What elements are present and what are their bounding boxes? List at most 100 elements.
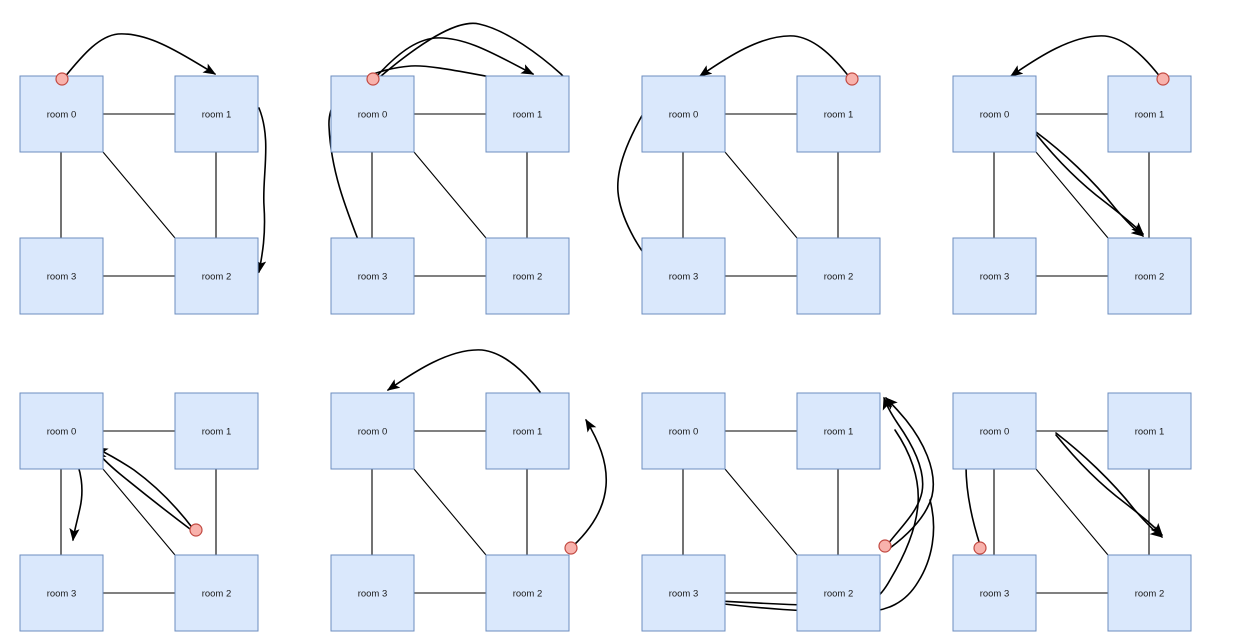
room-box-r1[interactable] [485, 75, 570, 153]
room-box-r0[interactable] [19, 392, 104, 470]
panel-7: room 0 room 1 room 3 room 2 [622, 317, 935, 634]
room-label-r3: room 3 [358, 272, 388, 283]
room-node-r3[interactable]: room 3 [641, 554, 726, 632]
room-box-r0[interactable] [641, 392, 726, 470]
edge-r0-r2 [724, 151, 798, 239]
room-label-r2: room 2 [202, 272, 232, 283]
arrow-r1-to-r0 [698, 35, 851, 79]
edge-r0-r2 [102, 468, 176, 556]
arrow-r0-to-r1 [63, 33, 217, 79]
room-node-r3[interactable]: room 3 [19, 237, 104, 315]
panel-6: room 0 room 1 room 3 room 2 [311, 317, 622, 634]
room-label-r0: room 0 [980, 110, 1010, 121]
room-node-r1[interactable]: room 1 [1107, 75, 1192, 153]
room-box-r0[interactable] [952, 392, 1037, 470]
arrow-r1-to-r0 [386, 349, 541, 393]
room-box-r3[interactable] [19, 554, 104, 632]
room-node-r2[interactable]: room 2 [1107, 554, 1192, 632]
room-node-r1[interactable]: room 1 [1107, 392, 1192, 470]
room-node-r0[interactable]: room 0 [952, 75, 1037, 153]
room-node-r2[interactable]: room 2 [796, 237, 881, 315]
room-node-r0[interactable]: room 0 [952, 392, 1037, 470]
room-label-r3: room 3 [358, 589, 388, 600]
room-box-r3[interactable] [330, 237, 415, 315]
room-box-r3[interactable] [330, 554, 415, 632]
edge-r0-r2 [1035, 468, 1109, 556]
room-box-r0[interactable] [330, 392, 415, 470]
room-box-r1[interactable] [796, 392, 881, 470]
room-node-r3[interactable]: room 3 [641, 237, 726, 315]
room-box-r3[interactable] [952, 237, 1037, 315]
arrow-r0-to-r3 [617, 111, 657, 269]
room-node-r0[interactable]: room 0 [641, 75, 726, 153]
edge-r0-r2 [1035, 151, 1109, 239]
room-label-r3: room 3 [669, 272, 699, 283]
room-node-r2[interactable]: room 2 [485, 554, 570, 632]
room-label-r0: room 0 [669, 110, 699, 121]
room-box-r2[interactable] [485, 237, 570, 315]
room-node-r1[interactable]: room 1 [485, 392, 570, 470]
arrow-r2-to-r1-inner [885, 397, 934, 549]
room-label-r2: room 2 [824, 272, 854, 283]
room-node-r3[interactable]: room 3 [330, 554, 415, 632]
room-node-r2[interactable]: room 2 [796, 554, 881, 632]
edge-r0-r2 [413, 151, 487, 239]
room-node-r0[interactable]: room 0 [330, 392, 415, 470]
room-box-r1[interactable] [1107, 392, 1192, 470]
room-node-r3[interactable]: room 3 [19, 554, 104, 632]
room-box-r2[interactable] [1107, 554, 1192, 632]
room-node-r0[interactable]: room 0 [19, 392, 104, 470]
room-box-r2[interactable] [1107, 237, 1192, 315]
room-box-r2[interactable] [485, 554, 570, 632]
agent-marker-icon [1156, 72, 1170, 86]
room-box-r1[interactable] [174, 75, 259, 153]
room-node-r1[interactable]: room 1 [174, 75, 259, 153]
room-node-r0[interactable]: room 0 [19, 75, 104, 153]
room-node-r2[interactable]: room 2 [174, 554, 259, 632]
room-label-r1: room 1 [1135, 110, 1165, 121]
room-node-r1[interactable]: room 1 [174, 392, 259, 470]
arrow-r2-to-r0-inner [94, 447, 195, 531]
room-node-r1[interactable]: room 1 [796, 75, 881, 153]
arrow-r1-to-r0 [1009, 35, 1162, 79]
room-box-r0[interactable] [330, 75, 415, 153]
arrow-r1-to-r2 [256, 107, 267, 274]
room-node-r1[interactable]: room 1 [485, 75, 570, 153]
room-node-r2[interactable]: room 2 [1107, 237, 1192, 315]
room-node-r2[interactable]: room 2 [174, 237, 259, 315]
agent-marker-icon [189, 523, 203, 537]
room-box-r1[interactable] [174, 392, 259, 470]
room-box-r3[interactable] [641, 554, 726, 632]
room-node-r1[interactable]: room 1 [796, 392, 881, 470]
room-box-r3[interactable] [19, 237, 104, 315]
room-box-r3[interactable] [952, 554, 1037, 632]
room-label-r1: room 1 [513, 427, 543, 438]
room-box-r2[interactable] [796, 554, 881, 632]
room-node-r3[interactable]: room 3 [330, 237, 415, 315]
room-node-r0[interactable]: room 0 [641, 392, 726, 470]
room-label-r3: room 3 [47, 272, 77, 283]
room-node-r2[interactable]: room 2 [485, 237, 570, 315]
room-box-r0[interactable] [952, 75, 1037, 153]
room-box-r0[interactable] [19, 75, 104, 153]
room-node-r0[interactable]: room 0 [330, 75, 415, 153]
room-box-r1[interactable] [796, 75, 881, 153]
room-label-r2: room 2 [1135, 589, 1165, 600]
panel-4: room 0 room 1 room 3 room 2 [933, 0, 1244, 317]
room-box-r2[interactable] [174, 554, 259, 632]
arrow-r0-to-r2-inner [1055, 434, 1163, 536]
room-box-r2[interactable] [174, 237, 259, 315]
room-label-r3: room 3 [980, 589, 1010, 600]
room-box-r3[interactable] [641, 237, 726, 315]
room-label-r2: room 2 [1135, 272, 1165, 283]
room-box-r0[interactable] [641, 75, 726, 153]
room-label-r0: room 0 [669, 427, 699, 438]
room-box-r2[interactable] [796, 237, 881, 315]
room-label-r0: room 0 [980, 427, 1010, 438]
room-box-r1[interactable] [1107, 75, 1192, 153]
room-box-r1[interactable] [485, 392, 570, 470]
room-label-r3: room 3 [980, 272, 1010, 283]
room-node-r3[interactable]: room 3 [952, 554, 1037, 632]
room-node-r3[interactable]: room 3 [952, 237, 1037, 315]
